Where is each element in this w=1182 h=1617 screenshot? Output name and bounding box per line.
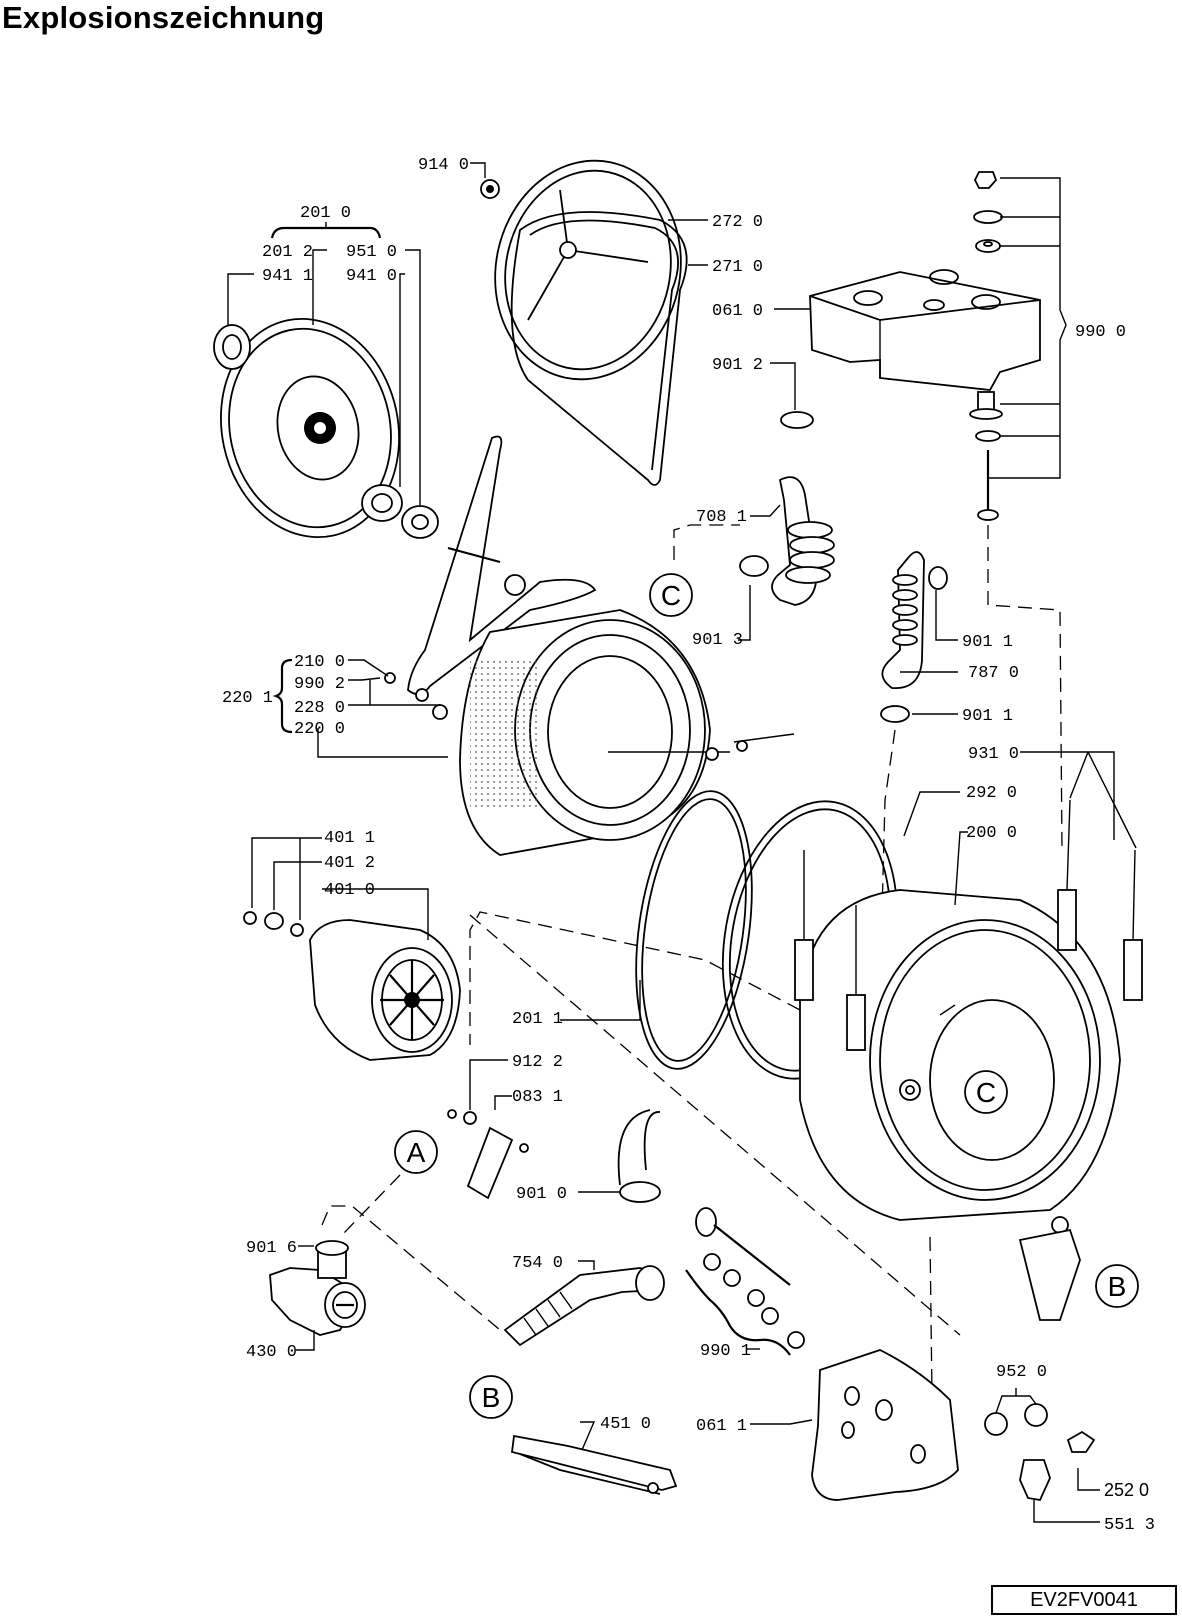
label-912-2: 912 2 bbox=[512, 1053, 563, 1072]
label-430-0: 430 0 bbox=[246, 1343, 297, 1362]
cover-061-1 bbox=[811, 1349, 959, 1501]
label-901-1-b: 901 1 bbox=[962, 707, 1013, 726]
clamp-901-1 bbox=[928, 566, 948, 590]
label-941-1: 941 1 bbox=[262, 267, 313, 286]
callout-b-right-label: B bbox=[1108, 1271, 1127, 1302]
label-201-2: 201 2 bbox=[262, 243, 313, 262]
label-941-0: 941 0 bbox=[346, 267, 397, 286]
label-292-0: 292 0 bbox=[966, 784, 1017, 803]
label-220-0: 220 0 bbox=[294, 720, 345, 739]
cross-ring bbox=[494, 159, 682, 381]
clamp-901-2 bbox=[780, 411, 814, 429]
label-200-0: 200 0 bbox=[966, 824, 1017, 843]
label-901-1-a: 901 1 bbox=[962, 633, 1013, 652]
label-990-1: 990 1 bbox=[700, 1342, 751, 1361]
label-272-0: 272 0 bbox=[712, 213, 763, 232]
clamp-901-0 bbox=[619, 1181, 661, 1203]
label-401-1: 401 1 bbox=[324, 829, 375, 848]
label-901-2: 901 2 bbox=[712, 356, 763, 375]
group-bracket-201-0 bbox=[270, 226, 382, 239]
label-914-0: 914 0 bbox=[418, 156, 469, 175]
counterweight-061-0 bbox=[809, 271, 1041, 391]
label-271-0: 271 0 bbox=[712, 258, 763, 277]
label-228-0: 228 0 bbox=[294, 699, 345, 718]
label-210-0: 210 0 bbox=[294, 653, 345, 672]
belt-and-cross bbox=[470, 159, 708, 486]
label-754-0: 754 0 bbox=[512, 1254, 563, 1273]
gasket-201-1 bbox=[635, 790, 753, 1070]
label-952-0: 952 0 bbox=[996, 1363, 1047, 1382]
label-220-1: 220 1 bbox=[222, 689, 273, 708]
group-brace-220-1 bbox=[272, 658, 293, 734]
drive-belt-272-0 bbox=[510, 211, 688, 486]
callout-markers: C C A B B bbox=[394, 573, 1139, 1419]
hoses bbox=[673, 476, 958, 991]
label-201-1: 201 1 bbox=[512, 1010, 563, 1029]
pump-area bbox=[269, 1059, 665, 1351]
clamp-901-1b bbox=[880, 705, 910, 723]
label-990-2: 990 2 bbox=[294, 675, 345, 694]
rear-parts bbox=[511, 1349, 1100, 1523]
label-252-0: 252 0 bbox=[1104, 1480, 1149, 1500]
bearing-941-1 bbox=[213, 324, 251, 370]
label-901-3: 901 3 bbox=[692, 631, 743, 650]
label-201-0: 201 0 bbox=[300, 204, 351, 223]
label-787-0: 787 0 bbox=[968, 664, 1019, 683]
motor-assembly bbox=[243, 837, 461, 1061]
label-083-1: 083 1 bbox=[512, 1088, 563, 1107]
callout-b-right bbox=[1095, 1264, 1139, 1308]
label-901-0: 901 0 bbox=[516, 1185, 567, 1204]
cover-083-1 bbox=[466, 1126, 514, 1200]
part-labels: 914 0 201 0 201 2 951 0 941 1 941 0 272 … bbox=[222, 156, 1155, 1535]
bearing-941-0 bbox=[361, 484, 403, 522]
page-title: Explosionszeichnung bbox=[2, 0, 325, 35]
callout-c-upper-label: C bbox=[661, 580, 681, 611]
brush-401-2 bbox=[264, 912, 284, 930]
heater-451-0 bbox=[511, 1434, 678, 1491]
label-990-0: 990 0 bbox=[1075, 323, 1126, 342]
label-931-0: 931 0 bbox=[968, 745, 1019, 764]
motor-bracket bbox=[1018, 1228, 1081, 1321]
damper-springs bbox=[794, 799, 1143, 1051]
label-951-0: 951 0 bbox=[346, 243, 397, 262]
label-401-2: 401 2 bbox=[324, 854, 375, 873]
label-061-0: 061 0 bbox=[712, 302, 763, 321]
counterweight-assembly bbox=[770, 171, 1067, 851]
callout-b-left bbox=[469, 1375, 513, 1419]
label-708-1: 708 1 bbox=[696, 508, 747, 527]
callout-a-label: A bbox=[407, 1137, 426, 1168]
pulley-assembly bbox=[213, 222, 439, 539]
label-451-0: 451 0 bbox=[600, 1415, 651, 1434]
nut bbox=[973, 171, 998, 189]
drum-perforation bbox=[470, 660, 540, 810]
drum-front bbox=[514, 619, 706, 841]
sensor-551-3 bbox=[1019, 1459, 1051, 1502]
label-061-1: 061 1 bbox=[696, 1417, 747, 1436]
fasteners-990-1 bbox=[685, 1207, 805, 1356]
brush-401-1 bbox=[243, 911, 257, 925]
clamp-901-6 bbox=[315, 1240, 349, 1256]
tub-front bbox=[869, 919, 1101, 1201]
seal-252-0 bbox=[1066, 1430, 1096, 1453]
seal-951-0 bbox=[401, 505, 439, 539]
label-551-3: 551 3 bbox=[1104, 1516, 1155, 1535]
callout-a bbox=[394, 1130, 438, 1174]
tub-assembly bbox=[469, 733, 1143, 1396]
label-901-6: 901 6 bbox=[246, 1239, 297, 1258]
callout-c-lower bbox=[964, 1070, 1008, 1114]
drum-assembly bbox=[272, 435, 711, 856]
callout-b-left-label: B bbox=[482, 1382, 501, 1413]
label-401-0: 401 0 bbox=[324, 881, 375, 900]
washer bbox=[973, 210, 1003, 224]
drawing-code-box: EV2FV0041 bbox=[991, 1585, 1177, 1615]
callout-c-upper bbox=[649, 573, 693, 617]
clamp-901-3 bbox=[739, 555, 769, 577]
drum-spider-arms bbox=[407, 435, 597, 696]
callout-c-lower-label: C bbox=[976, 1077, 996, 1108]
